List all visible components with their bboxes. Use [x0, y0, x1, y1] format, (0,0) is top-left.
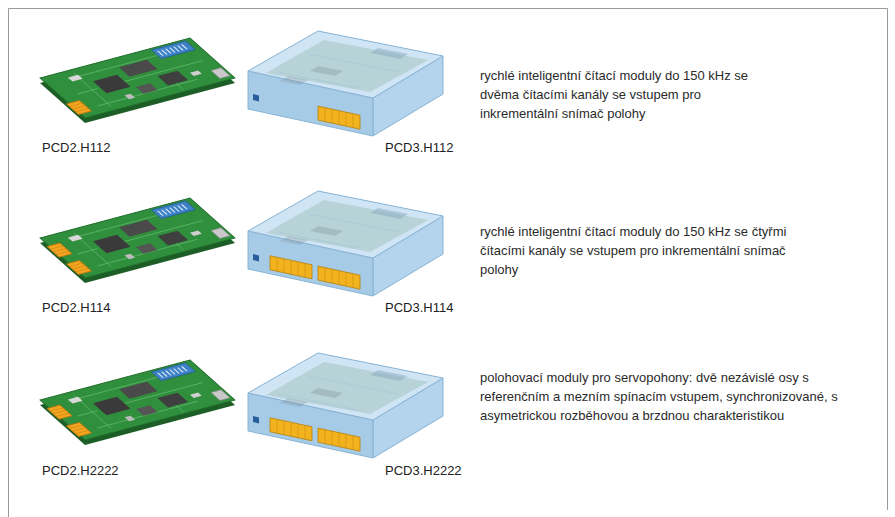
part-number: PCD2.H114: [42, 298, 110, 317]
pcb-card: [40, 198, 235, 283]
part-number: PCD3.H112: [385, 138, 453, 157]
description: rychlé inteligentní čítací moduly do 150…: [480, 66, 780, 123]
description: rychlé inteligentní čítací moduly do 150…: [480, 222, 810, 279]
pcb-card: [40, 360, 235, 445]
description: polohovací moduly pro servopohony: dvě n…: [480, 368, 865, 425]
module-housing: [248, 31, 443, 136]
part-number: PCD3.H114: [385, 298, 453, 317]
page-frame: [9, 9, 888, 517]
part-number: PCD3.H2222: [385, 461, 462, 480]
part-number: PCD2.H2222: [42, 461, 119, 480]
module-housing: [248, 353, 443, 458]
pcb-card: [40, 38, 235, 123]
part-number: PCD2.H112: [42, 138, 110, 157]
module-housing: [248, 191, 443, 296]
